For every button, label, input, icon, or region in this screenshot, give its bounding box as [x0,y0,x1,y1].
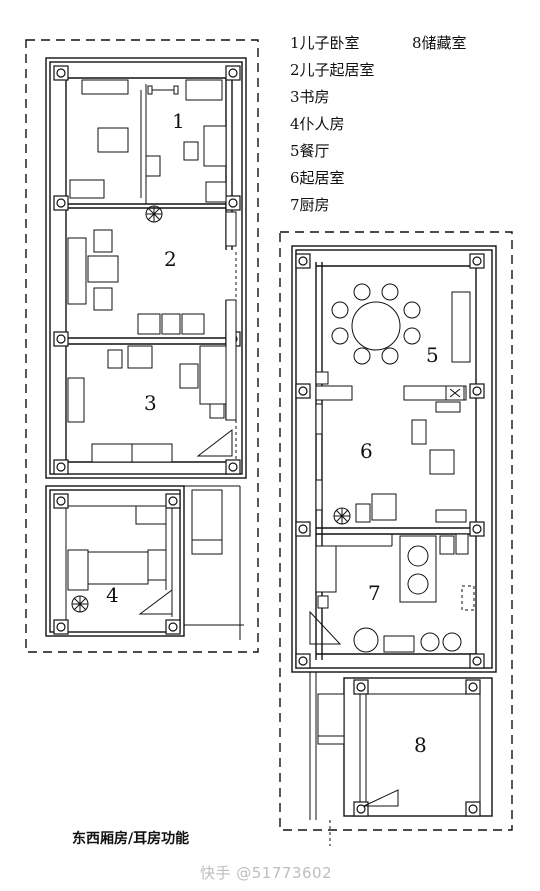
right-wing [279,231,513,846]
legend-item-2: 2儿子起居室 [290,61,375,79]
room-label-3: 3 [144,391,157,415]
watermark: 快手 @51773602 [200,864,333,882]
fan-icon [333,507,351,525]
room-label-2: 2 [164,247,177,271]
room-label-8: 8 [414,733,427,757]
left-wing [25,39,259,653]
room-label-6: 6 [360,439,373,463]
legend-item-1: 1儿子卧室 [290,34,360,52]
legend-item-5: 5餐厅 [290,142,330,160]
legend-item-4: 4仆人房 [290,115,345,133]
diagram-caption: 东西厢房/耳房功能 [72,831,190,847]
room-label-5: 5 [426,343,439,367]
legend-item-3: 3书房 [290,88,330,106]
room-label-1: 1 [172,109,185,133]
fan-icon [71,595,89,613]
legend-item-8: 8储藏室 [412,34,467,52]
fan-icon [145,205,163,223]
room-label-4: 4 [106,583,119,607]
legend-item-7: 7厨房 [290,196,330,214]
room-label-7: 7 [368,581,381,605]
legend-item-6: 6起居室 [290,169,345,187]
